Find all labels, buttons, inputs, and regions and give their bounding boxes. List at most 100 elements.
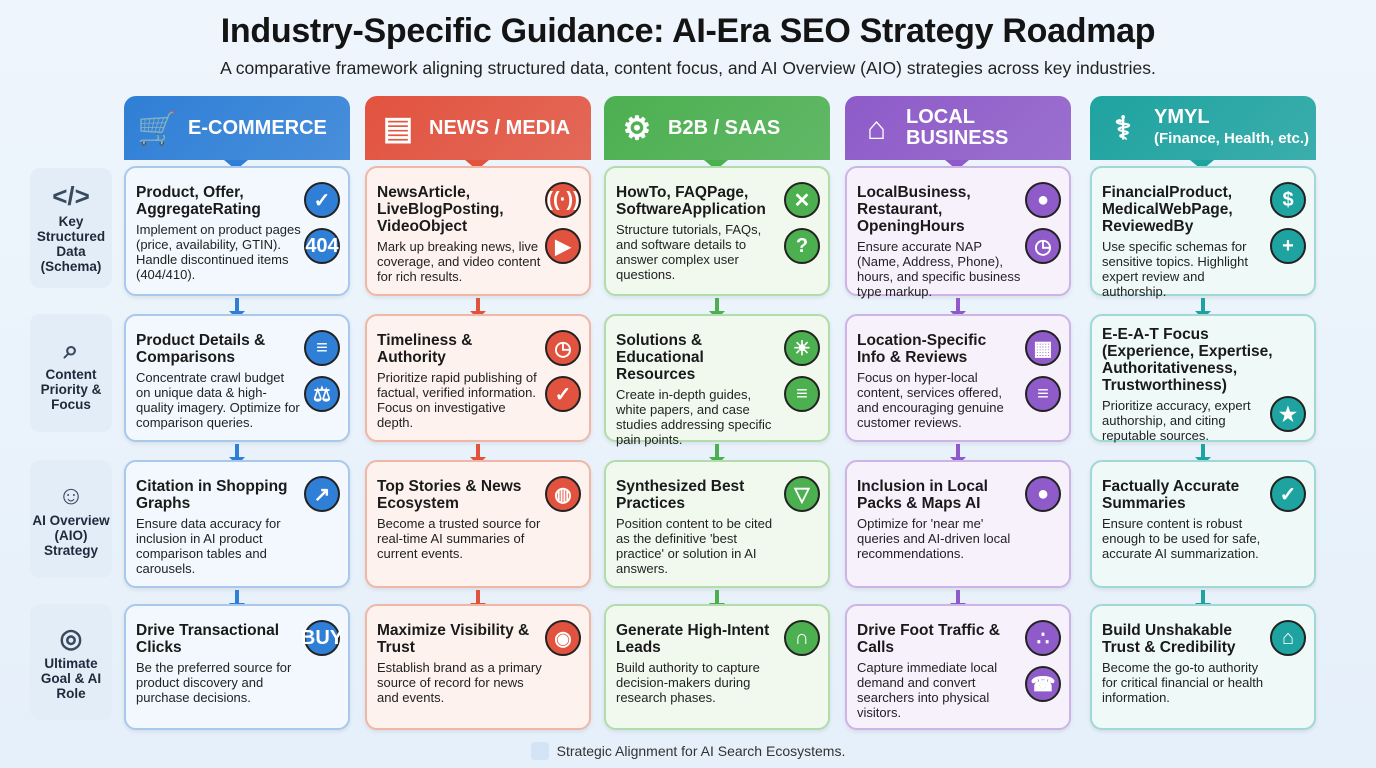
card-icons: ▽ <box>784 476 820 512</box>
strategy-card: Product, Offer, AggregateRating Implemen… <box>124 166 350 296</box>
industry-column: 🛒 E-COMMERCE Product, Offer, AggregateRa… <box>124 96 350 730</box>
strategy-card: Inclusion in Local Packs & Maps AI Optim… <box>845 460 1071 588</box>
card-icons: ✓404 <box>304 182 340 264</box>
eye-shield-icon: ◉ <box>545 620 581 656</box>
buy-button-icon: BUY <box>301 620 343 656</box>
column-title: YMYL <box>1154 106 1210 128</box>
card-title: Solutions & Educational Resources <box>616 332 704 383</box>
card-icons: ≡⚖ <box>304 330 340 412</box>
card-icons: ✓ <box>1270 476 1306 512</box>
arrow-down-icon <box>709 444 725 465</box>
gears-icon: ⚙ <box>622 110 652 146</box>
card-icons: ◍ <box>545 476 581 512</box>
arrow-down-icon <box>465 160 489 170</box>
card-description: Concentrate crawl budget on unique data … <box>136 370 300 430</box>
storefront-icon: ⌂ <box>866 109 887 146</box>
growth-chart-icon: ↗ <box>304 476 340 512</box>
page-subtitle: A comparative framework aligning structu… <box>220 58 1156 78</box>
funnel-checklist-icon: ▽ <box>784 476 820 512</box>
arrow-down-icon <box>945 160 969 170</box>
card-description: Capture immediate local demand and conve… <box>857 660 998 720</box>
footer-legend: Strategic Alignment for AI Search Ecosys… <box>0 742 1376 760</box>
arrow-down-icon <box>950 590 966 611</box>
strategy-card: E-E-A-T Focus (Experience, Expertise, Au… <box>1090 314 1316 443</box>
row-label-text: Key Structured Data (Schema) <box>36 214 106 274</box>
card-icons: $+ <box>1270 182 1306 264</box>
strategy-card: Solutions & Educational Resources Create… <box>604 314 830 447</box>
card-title: LocalBusiness, Restaurant, OpeningHours <box>857 184 971 235</box>
arrow-down-icon <box>1190 160 1214 170</box>
arrow-down-icon <box>229 444 245 465</box>
brain-check-icon: ✓ <box>1270 476 1306 512</box>
card-title: Build Unshakable Trust & Credibility <box>1102 622 1236 656</box>
document-icon: ≡ <box>304 330 340 366</box>
card-description: Mark up breaking news, live coverage, an… <box>377 239 541 284</box>
row-label-text: Ultimate Goal & AI Role <box>40 655 102 701</box>
column-header: ⚙ B2B / SAAS <box>604 96 830 170</box>
arrow-down-icon <box>224 160 248 170</box>
arrow-down-icon <box>950 298 966 319</box>
column-header: 🛒 E-COMMERCE <box>124 96 350 170</box>
report-icon: ≡ <box>784 376 820 412</box>
card-description: Focus on hyper-local content, services o… <box>857 370 1004 430</box>
card-description: Ensure data accuracy for inclusion in AI… <box>136 516 281 576</box>
column-title: LOCAL BUSINESS <box>906 106 1009 149</box>
card-title: Product Details & Comparisons <box>136 332 266 366</box>
strategy-card: NewsArticle, LiveBlogPosting, VideoObjec… <box>365 166 591 296</box>
medical-cross-icon: + <box>1270 228 1306 264</box>
footer-text: Strategic Alignment for AI Search Ecosys… <box>556 743 846 759</box>
404-page-icon: 404 <box>304 228 340 264</box>
arrow-down-icon <box>470 590 486 611</box>
card-title: Factually Accurate Summaries <box>1102 478 1240 512</box>
card-title: Location-Specific Info & Reviews <box>857 332 987 366</box>
institution-handshake-icon: ⌂ <box>1270 620 1306 656</box>
column-subtitle: (Finance, Health, etc.) <box>1154 130 1310 147</box>
arrow-down-icon <box>709 298 725 319</box>
card-description: Prioritize accuracy, expert authorship, … <box>1102 398 1251 443</box>
column-title: NEWS / MEDIA <box>429 116 571 139</box>
strategy-card: Drive Transactional Clicks Be the prefer… <box>124 604 350 730</box>
card-description: Implement on product pages (price, avail… <box>136 222 301 282</box>
newspaper-icon: ▤ <box>382 110 414 146</box>
card-title: Product, Offer, AggregateRating <box>136 184 261 218</box>
robot-icon: ☺ <box>57 479 85 510</box>
coins-icon: $ <box>1270 182 1306 218</box>
card-description: Use specific schemas for sensitive topic… <box>1102 239 1248 299</box>
shopping-cart-icon: 🛒 <box>137 110 177 146</box>
card-icons: ∴☎ <box>1025 620 1061 702</box>
page-title: Industry-Specific Guidance: AI-Era SEO S… <box>220 12 1156 50</box>
eeat-certificate-icon: ★ <box>1270 396 1306 432</box>
globe-megaphone-icon: ◍ <box>545 476 581 512</box>
card-title: Drive Transactional Clicks <box>136 622 280 656</box>
column-title: E-COMMERCE <box>188 116 327 139</box>
card-description: Optimize for 'near me' queries and AI-dr… <box>857 516 1011 561</box>
strategy-card: Timeliness & Authority Prioritize rapid … <box>365 314 591 442</box>
card-title: Inclusion in Local Packs & Maps AI <box>857 478 988 512</box>
arrow-down-icon <box>1195 590 1211 611</box>
strategy-card: Maximize Visibility & Trust Establish br… <box>365 604 591 730</box>
strategy-card: Generate High-Intent Leads Build authori… <box>604 604 830 730</box>
strategy-card: FinancialProduct, MedicalWebPage, Review… <box>1090 166 1316 299</box>
card-icons: ◷✓ <box>545 330 581 412</box>
caduceus-icon: ⚕ <box>1114 110 1132 146</box>
map-pin-icon: ● <box>1025 182 1061 218</box>
industry-column: ⚙ B2B / SAAS HowTo, FAQPage, SoftwareApp… <box>604 96 830 730</box>
card-title: Synthesized Best Practices <box>616 478 745 512</box>
card-title: E-E-A-T Focus (Experience, Expertise, Au… <box>1102 326 1273 394</box>
industry-column: ⚕ YMYL (Finance, Health, etc.) FinancialP… <box>1090 96 1316 730</box>
code-window-icon: </> <box>52 181 90 211</box>
row-label: ⌕Content Priority & Focus <box>30 314 112 432</box>
card-title: Citation in Shopping Graphs <box>136 478 288 512</box>
balance-scale-icon: ⚖ <box>304 376 340 412</box>
card-description: Build authority to capture decision-make… <box>616 660 760 705</box>
card-title: Timeliness & Authority <box>377 332 473 366</box>
card-icons: ☀≡ <box>784 330 820 412</box>
stopwatch-icon: ◷ <box>545 330 581 366</box>
card-icons: ★ <box>1270 396 1306 432</box>
broadcast-tower-icon: ((·)) <box>545 182 581 218</box>
card-title: HowTo, FAQPage, SoftwareApplication <box>616 184 766 218</box>
column-title: B2B / SAAS <box>668 116 781 139</box>
card-icons: ▦≡ <box>1025 330 1061 412</box>
card-icons: ⌂ <box>1270 620 1306 656</box>
card-icons: ✕? <box>784 182 820 264</box>
